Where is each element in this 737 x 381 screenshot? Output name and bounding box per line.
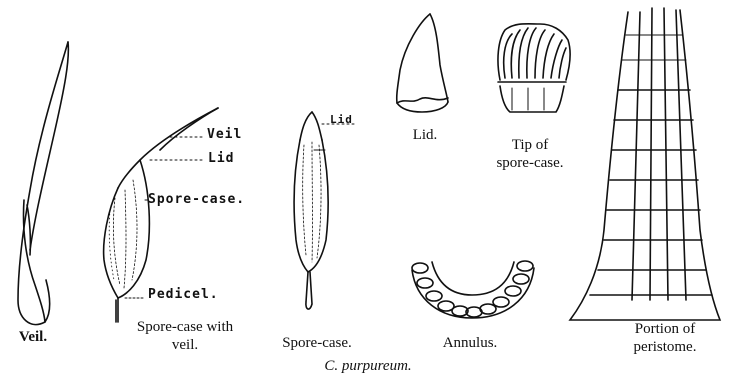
caption-annulus: Annulus. [420, 334, 520, 352]
caption-line-1: Tip of [480, 136, 580, 154]
caption-veil: Veil. [8, 328, 58, 346]
caption-line-1: Spore-case with [100, 318, 270, 336]
caption-line-2: veil. [100, 336, 270, 354]
label-veil: Veil [207, 127, 242, 142]
caption-spore-case-with-veil: Spore-case with veil. [100, 318, 270, 354]
caption-peristome: Portion of peristome. [600, 320, 730, 356]
label-lid-small: Lid [330, 113, 353, 126]
caption-tip-of-spore-case: Tip of spore-case. [480, 136, 580, 172]
veil-drawing [18, 42, 68, 325]
tip-of-spore-case-drawing [498, 24, 570, 112]
peristome-drawing [570, 8, 720, 320]
label-lid: Lid [208, 151, 234, 166]
annulus-drawing [412, 261, 534, 318]
label-pedicel: Pedicel. [148, 287, 219, 302]
caption-line-2: peristome. [600, 338, 730, 356]
caption-spore-case: Spore-case. [262, 334, 372, 352]
caption-lid: Lid. [395, 126, 455, 144]
caption-line-1: Portion of [600, 320, 730, 338]
figure-title: C. purpureum. [268, 357, 468, 375]
lid-drawing [397, 14, 448, 112]
spore-case-drawing [294, 112, 355, 309]
caption-line-2: spore-case. [480, 154, 580, 172]
label-spore-case: Spore-case. [148, 192, 245, 207]
